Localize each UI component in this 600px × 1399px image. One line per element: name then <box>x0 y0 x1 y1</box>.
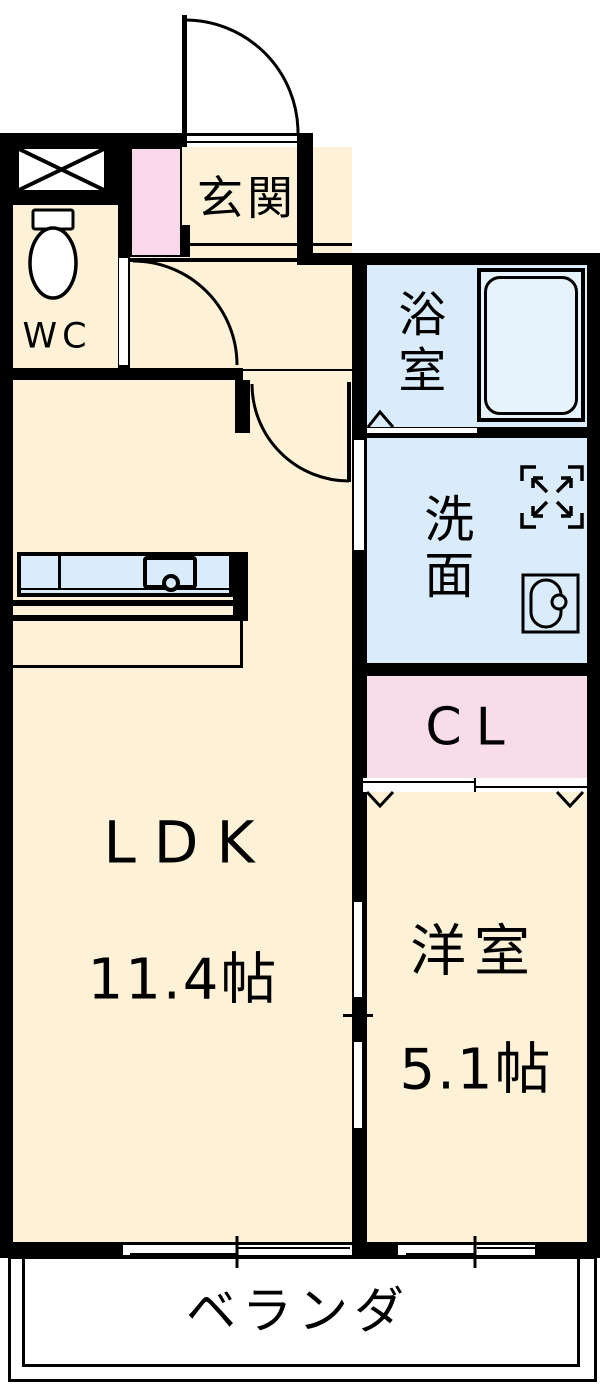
kitchen-right-bar <box>233 552 248 621</box>
closet-door-divider <box>474 778 476 792</box>
entrance-opening-line-outer <box>187 133 297 136</box>
washroom-floor <box>366 438 587 663</box>
entrance-door-leaf <box>182 15 187 133</box>
sliding-door-tick <box>343 1014 373 1017</box>
veranda-label: ベランダ <box>186 1281 410 1340</box>
ldk-door-leaf <box>347 382 351 482</box>
closet-floor <box>363 673 587 778</box>
bathtub-icon <box>477 268 585 422</box>
ldk-size-label: 11.4帖 <box>87 947 279 1013</box>
ldk-top-wall <box>0 368 243 380</box>
sliding-door-panel-lower <box>354 1042 362 1128</box>
kitchen-block-right-line <box>240 621 243 668</box>
genkan-step-line-lower <box>130 258 352 262</box>
ldk-floor <box>13 147 352 1242</box>
kitchen-band-upper <box>13 600 233 606</box>
ldk-door-side-stub <box>235 380 250 433</box>
entrance-opening-line-inner <box>187 141 297 143</box>
entrance-door-arc-icon <box>184 18 300 134</box>
genkan-label: 玄関 <box>197 170 297 225</box>
closet-door-line-right <box>475 786 587 788</box>
bedroom-window-pane-right <box>477 1247 535 1249</box>
ldk-label: LDK <box>103 808 273 877</box>
kitchen-counter <box>17 552 233 597</box>
bathtub-inner <box>484 276 578 415</box>
bedroom-window-opening <box>398 1245 535 1255</box>
closet-label: CL <box>425 697 519 758</box>
kitchen-counter-divider <box>58 556 61 589</box>
outer-wall-left <box>0 133 13 1258</box>
kitchen-counter-front-line <box>21 588 229 590</box>
bedroom-label: 洋室 <box>410 919 538 985</box>
entry-cabinet-stub <box>179 225 190 257</box>
bedroom-window-pane-left <box>406 1253 476 1255</box>
washroom-label: 洗面 <box>416 493 475 605</box>
kitchen-block-bottom-line <box>13 665 243 668</box>
kitchen-sink <box>143 556 197 589</box>
bedroom-size-label: 5.1帖 <box>399 1037 553 1103</box>
genkan-right-wall <box>297 133 313 265</box>
pipe-space-box <box>19 149 104 190</box>
ldk-window-pane-right <box>237 1247 350 1249</box>
bedroom-floor-main <box>365 792 587 1242</box>
washroom-door-opening <box>354 440 364 550</box>
veranda-inner-rail <box>22 1256 580 1367</box>
bath-door-opening <box>367 428 477 435</box>
kitchen-faucet <box>162 574 180 592</box>
bath-label: 浴室 <box>389 289 446 401</box>
kitchen-band-lower <box>13 615 240 621</box>
genkan-step-line-upper <box>182 243 352 246</box>
bath-door-opening-line <box>367 433 477 435</box>
ldk-door-opening-top-line <box>243 369 352 371</box>
entry-cabinet <box>130 147 182 257</box>
closet-door-line-left <box>363 781 475 783</box>
washroom-bottom-wall <box>352 663 600 676</box>
sliding-door-panel-upper <box>354 902 362 997</box>
outer-wall-right <box>587 253 600 1258</box>
wc-label: WC <box>22 316 92 357</box>
bath-top-wall <box>313 253 600 265</box>
ldk-window-pane-left <box>130 1253 237 1255</box>
entrance-opening <box>187 133 297 147</box>
veranda-outer-rail <box>8 1256 597 1382</box>
wc-door-opening <box>119 258 128 365</box>
